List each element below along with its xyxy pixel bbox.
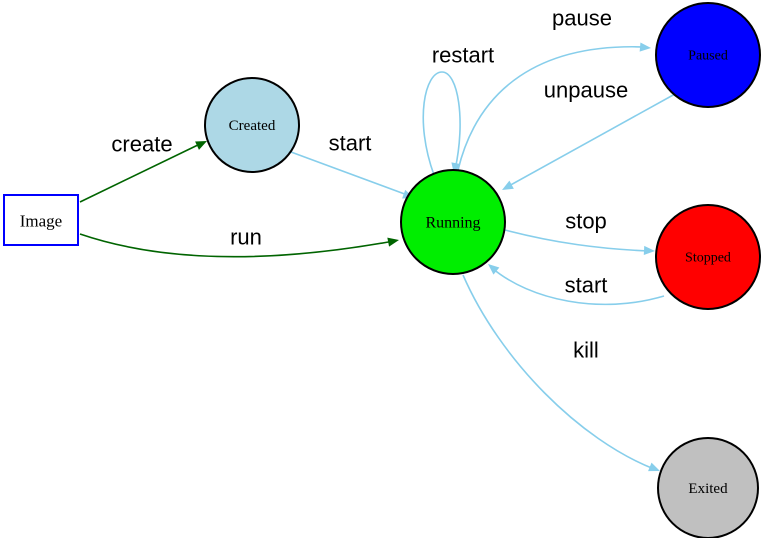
edge-path-restart xyxy=(422,71,461,176)
edge-pause xyxy=(457,42,651,171)
arrowhead-unpause xyxy=(502,180,514,190)
edges-layer xyxy=(79,42,676,472)
edge-label-stop: stop xyxy=(565,209,607,234)
node-label-created: Created xyxy=(229,118,276,134)
edge-start-stopped xyxy=(488,264,665,306)
edge-stop xyxy=(504,229,655,256)
node-stopped[interactable]: Stopped xyxy=(655,204,761,310)
node-label-stopped: Stopped xyxy=(685,251,731,266)
edge-start-created xyxy=(290,151,414,199)
edge-restart xyxy=(422,71,461,176)
arrowhead-run xyxy=(387,237,399,247)
edge-create xyxy=(79,141,207,203)
edge-path-start-stopped xyxy=(491,267,665,306)
node-shape-exited[interactable] xyxy=(657,437,759,538)
node-paused[interactable]: Paused xyxy=(655,2,761,108)
edge-label-run: run xyxy=(230,225,262,250)
node-image[interactable]: Image xyxy=(3,194,79,246)
edge-label-create: create xyxy=(111,132,172,157)
edge-labels-layer: create run start restart pause unpause stop sta… xyxy=(111,6,628,363)
arrowhead-stop xyxy=(643,245,655,256)
edge-path-start-created xyxy=(290,151,411,197)
node-shape-image[interactable] xyxy=(3,194,79,246)
edge-label-start-stopped: start xyxy=(565,273,608,298)
edge-path-pause xyxy=(457,46,646,171)
arrowhead-start-stopped xyxy=(488,264,500,275)
arrowhead-pause xyxy=(639,42,651,52)
edge-path-run xyxy=(79,233,395,258)
node-shape-running[interactable] xyxy=(400,169,506,275)
edge-label-kill: kill xyxy=(573,338,599,363)
edge-kill xyxy=(462,274,660,472)
arrowhead-create xyxy=(195,141,207,150)
node-label-exited: Exited xyxy=(688,481,728,497)
node-running[interactable]: Running xyxy=(400,169,506,275)
edge-run xyxy=(79,233,399,258)
node-shape-created[interactable] xyxy=(204,77,300,173)
arrowhead-kill xyxy=(648,462,660,472)
node-shape-paused[interactable] xyxy=(655,2,761,108)
node-created[interactable]: Created xyxy=(204,77,300,173)
node-label-running: Running xyxy=(425,215,480,232)
node-label-paused: Paused xyxy=(688,49,728,64)
node-label-image: Image xyxy=(20,212,62,231)
edge-path-unpause xyxy=(506,93,676,188)
edge-path-create xyxy=(79,142,203,203)
edge-label-pause: pause xyxy=(552,6,612,31)
edge-label-restart: restart xyxy=(432,43,494,68)
edge-label-unpause: unpause xyxy=(544,78,628,103)
edge-unpause xyxy=(502,93,676,190)
edge-label-start-created: start xyxy=(329,131,372,156)
node-shape-stopped[interactable] xyxy=(655,204,761,310)
node-exited[interactable]: Exited xyxy=(657,437,759,538)
edge-path-stop xyxy=(504,229,650,252)
edge-path-kill xyxy=(462,274,655,470)
